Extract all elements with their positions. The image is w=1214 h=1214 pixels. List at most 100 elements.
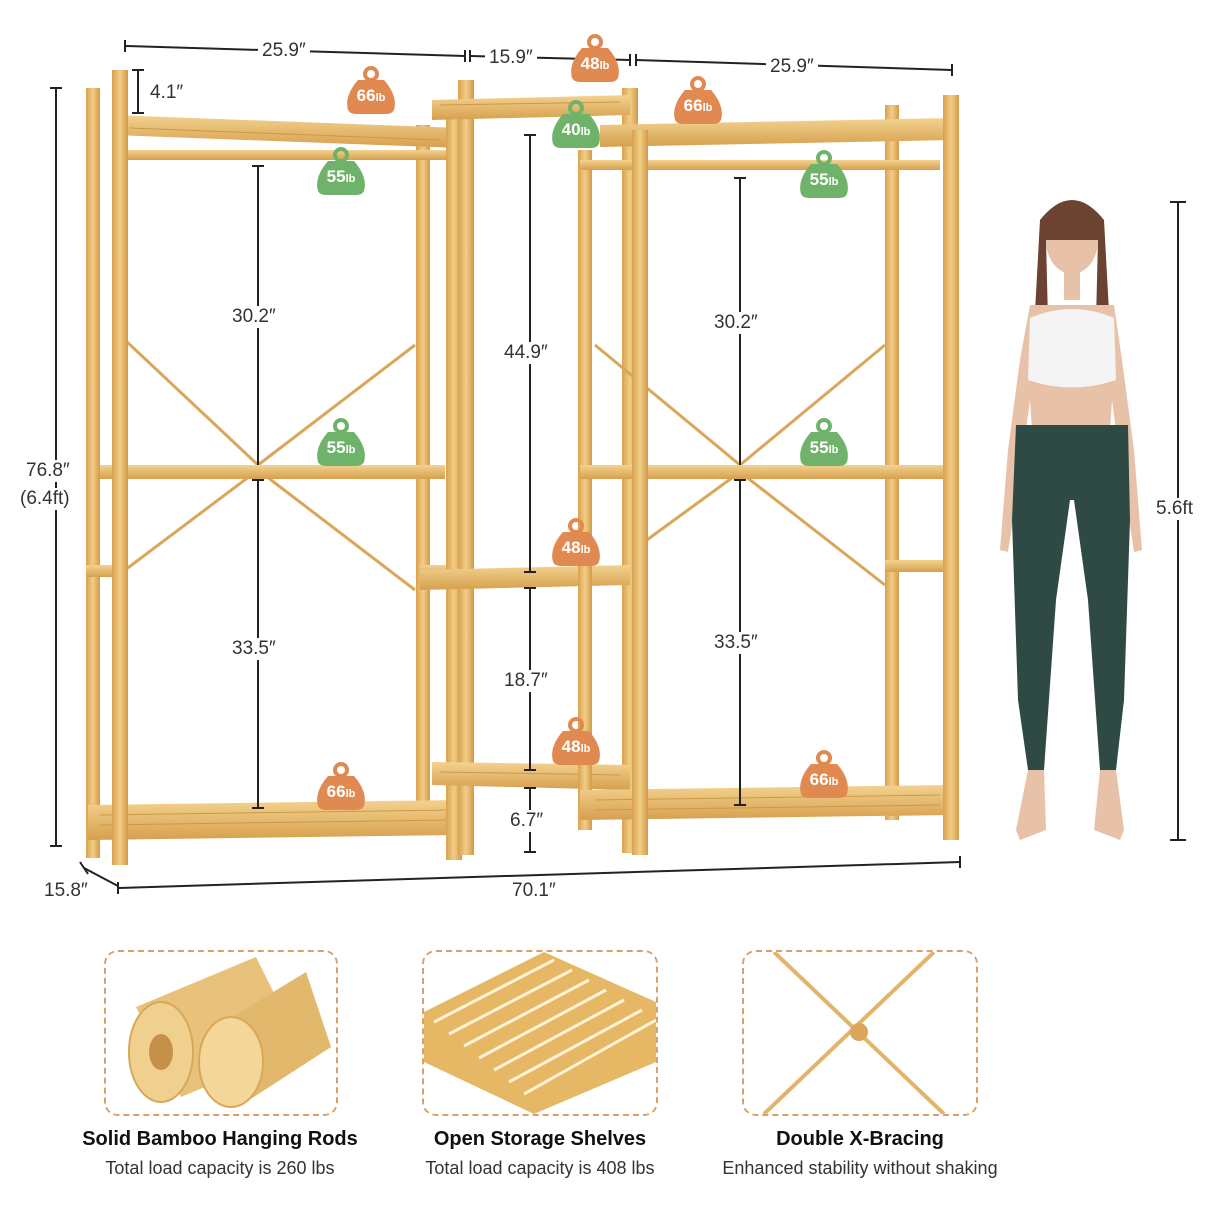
weight-badge: 48lb [549,717,603,765]
right-middle-rod [580,465,945,479]
right-side-rail [885,560,945,572]
feature-hanging-rods: Solid Bamboo Hanging Rods Total load cap… [60,950,380,1190]
weight-unit: lb [828,776,839,788]
dim-middle-upper-height: 44.9″ [500,342,552,364]
right-back-post-2 [885,105,899,820]
dim-left-lower-height: 33.5″ [228,638,280,660]
rods-image [104,950,338,1116]
weight-unit: lb [345,444,356,456]
weight-badge: 48lb [549,518,603,566]
closet-frame [86,70,959,865]
right-back-post [578,150,592,830]
feature-x-bracing: Double X-Bracing Enhanced stability with… [700,950,1020,1190]
feature-title: Open Storage Shelves [433,1128,647,1150]
middle-left-post [458,80,474,855]
weight-icon [317,418,365,466]
left-middle-rod [100,465,445,479]
weight-icon [317,762,365,810]
weight-value: 55lb [314,438,368,460]
dim-top-gap: 4.1″ [150,82,184,103]
weight-unit: lb [345,173,356,185]
person-hair [1034,200,1110,330]
weight-number: 48 [580,54,600,73]
person-top [1028,309,1116,388]
weight-number: 48 [561,538,581,557]
weight-value: 66lb [314,782,368,804]
weight-badge: 66lb [344,66,398,114]
left-front-post [112,70,128,865]
weight-badge: 55lb [314,147,368,195]
slatted-shelf-icon [424,952,656,1114]
weight-icon [800,750,848,798]
left-top-rod [112,150,452,160]
weight-number: 48 [561,737,581,756]
weight-unit: lb [828,444,839,456]
right-top-shelf [600,118,950,147]
weight-icon [317,147,365,195]
weight-number: 66 [683,96,703,115]
dim-right-lower-height: 33.5″ [710,632,762,654]
weight-icon [347,66,395,114]
weight-badge: 66lb [671,76,725,124]
dim-person-height: 5.6ft [1152,498,1197,520]
weight-value: 55lb [797,170,851,192]
dim-right-width: 25.9″ [766,56,818,78]
dim-left-width: 25.9″ [258,40,310,62]
weight-unit: lb [345,788,356,800]
right-bottom-shelf-slats [594,794,941,811]
dim-total-height-ft: (6.4ft) [16,488,74,510]
weight-value: 40lb [549,120,603,142]
weight-badge: 40lb [549,100,603,148]
dim-middle-mid-height: 18.7″ [500,670,552,692]
weight-number: 55 [809,170,829,189]
left-bottom-shelf-slats [99,809,451,826]
dim-right-upper-height: 30.2″ [710,312,762,334]
weight-icon [571,34,619,82]
x-bracing-image [742,950,978,1116]
dim-middle-width: 15.9″ [485,47,537,69]
weight-badge: 55lb [314,418,368,466]
feature-storage-shelves: Open Storage Shelves Total load capacity… [380,950,700,1190]
weight-unit: lb [580,126,591,138]
weight-value: 55lb [314,167,368,189]
feature-subtitle: Total load capacity is 408 lbs [425,1158,655,1178]
dim-left-upper-height: 30.2″ [228,306,280,328]
right-bottom-shelf [580,785,950,820]
weight-number: 40 [561,120,581,139]
dim-middle-low-height: 6.7″ [506,810,548,832]
left-top-shelf-slats [129,127,441,141]
weight-number: 55 [326,167,346,186]
right-front-post [943,95,959,840]
feature-subtitle: Total load capacity is 260 lbs [105,1158,335,1178]
right-top-rod [580,160,940,170]
weight-value: 66lb [671,96,725,118]
left-top-shelf [112,115,460,148]
dim-depth: 15.8″ [44,880,88,901]
x-bracing-icon [744,952,976,1114]
weight-number: 66 [356,86,376,105]
weight-number: 55 [809,438,829,457]
weight-unit: lb [580,544,591,556]
middle-shelf-1 [420,565,630,590]
weight-value: 55lb [797,438,851,460]
weight-value: 48lb [549,538,603,560]
feature-title: Double X-Bracing [776,1128,944,1150]
feature-subtitle: Enhanced stability without shaking [722,1158,998,1178]
feature-title: Solid Bamboo Hanging Rods [82,1128,358,1150]
weight-badge: 66lb [797,750,851,798]
left-back-post [86,88,100,858]
weight-icon [800,418,848,466]
shelves-image [422,950,658,1116]
dim-total-width: 70.1″ [508,880,560,902]
left-bottom-shelf [88,800,460,840]
right-inner-post [632,130,648,855]
weight-icon [552,100,600,148]
weight-unit: lb [599,60,610,72]
weight-value: 48lb [568,54,622,76]
weight-icon [552,518,600,566]
weight-value: 66lb [797,770,851,792]
weight-badge: 55lb [797,150,851,198]
person-leggings [1012,425,1130,770]
weight-unit: lb [580,743,591,755]
